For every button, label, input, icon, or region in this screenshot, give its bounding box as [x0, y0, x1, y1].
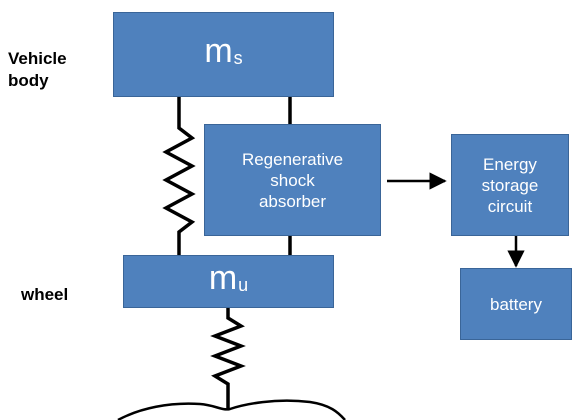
- battery-block: battery: [460, 268, 572, 340]
- road-surface: [117, 399, 346, 420]
- energy-storage-block: Energy storage circuit: [451, 134, 569, 236]
- battery-label: battery: [490, 294, 542, 314]
- energy-storage-label: Energy storage circuit: [481, 154, 539, 216]
- unsprung-mass-symbol: mu: [208, 259, 249, 297]
- sprung-mass-block: ms: [113, 12, 334, 97]
- vehicle-body-label: Vehicle body: [8, 49, 67, 90]
- unsprung-mass-block: mu: [123, 255, 334, 308]
- tire-spring: [210, 307, 246, 409]
- shock-absorber-block: Regenerative shock absorber: [204, 124, 381, 236]
- sprung-mass-symbol: ms: [204, 32, 243, 70]
- suspension-spring: [162, 96, 196, 255]
- wheel-label: wheel: [21, 285, 69, 304]
- shock-absorber-label: Regenerative shock absorber: [241, 149, 344, 211]
